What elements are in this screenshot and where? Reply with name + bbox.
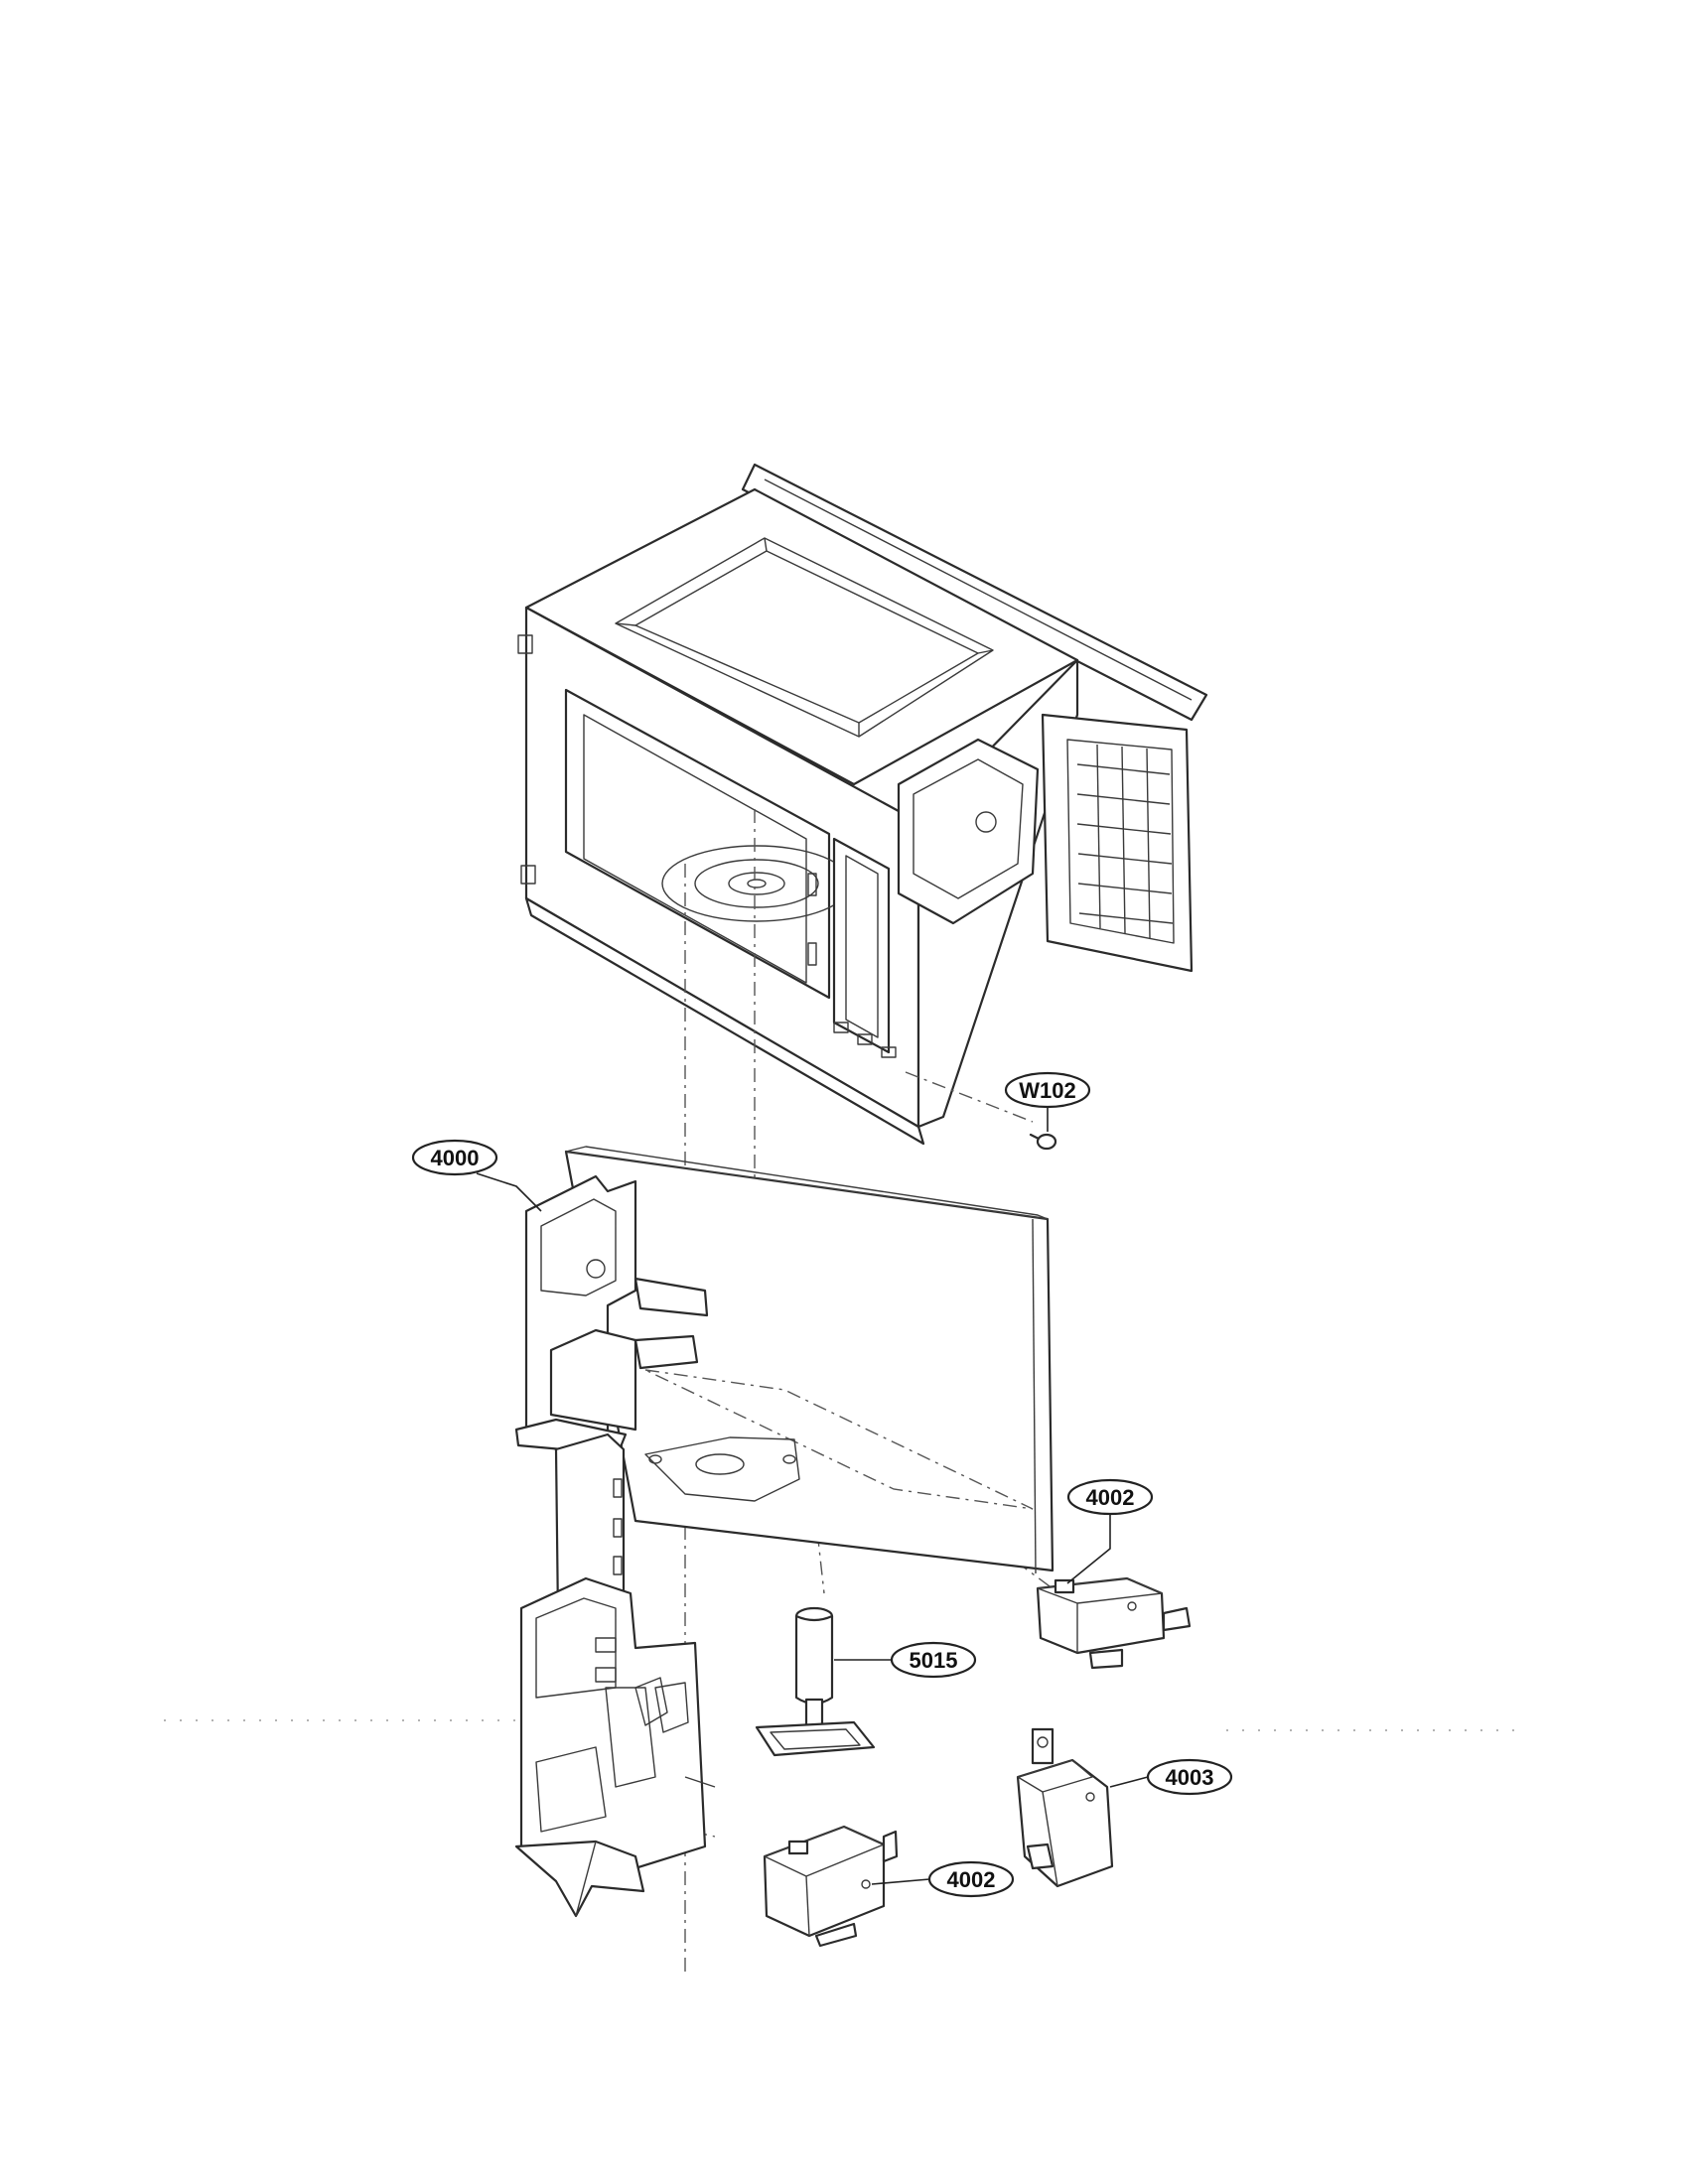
callout-4003: 4003 xyxy=(1109,1758,1233,1796)
callout-label: 4002 xyxy=(1086,1485,1135,1510)
callout-4002-lower: 4002 xyxy=(871,1860,1015,1898)
callout-4002-upper: 4002 xyxy=(1066,1478,1154,1584)
callout-w102: W102 xyxy=(1004,1071,1091,1132)
switch-4002-lower xyxy=(763,1825,899,1948)
callout-label: 5015 xyxy=(910,1648,958,1673)
switch-4003 xyxy=(1016,1727,1114,1888)
callout-label: 4000 xyxy=(431,1146,480,1170)
coupler-5015 xyxy=(755,1606,876,1757)
latch-bracket-4000 xyxy=(514,1174,716,1918)
screw-w102 xyxy=(1029,1133,1057,1151)
callout-label: 4002 xyxy=(947,1867,996,1892)
vent-mesh xyxy=(1076,744,1174,939)
callout-label: 4003 xyxy=(1166,1765,1214,1790)
assembly-line-3 xyxy=(905,1071,1034,1123)
base-plate xyxy=(564,1146,1055,1574)
callout-5015: 5015 xyxy=(834,1641,977,1679)
oven-cavity-assembly xyxy=(517,463,1208,1146)
switch-4002-upper xyxy=(1036,1576,1192,1670)
callout-label: W102 xyxy=(1019,1078,1075,1103)
callout-4000: 4000 xyxy=(411,1139,542,1212)
